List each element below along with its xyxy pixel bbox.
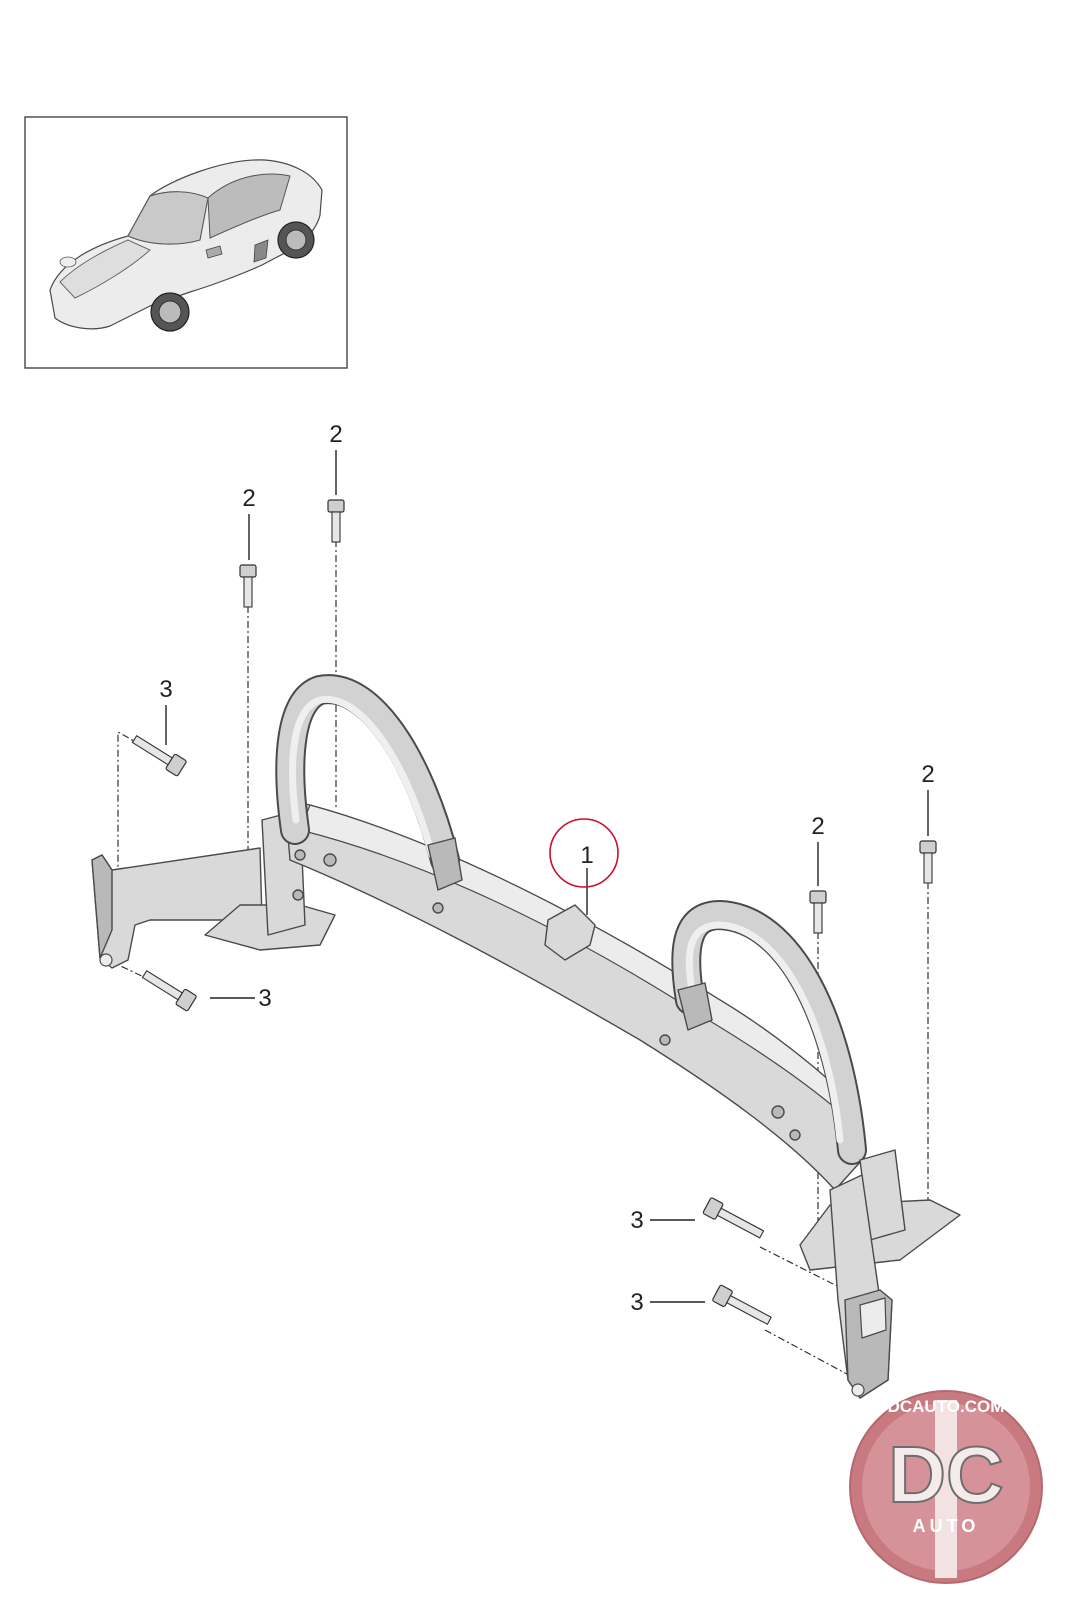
callout-3-lower-left[interactable]: 3 [258, 985, 271, 1012]
bolt-3-c [702, 1197, 765, 1239]
bolt-3-d [712, 1284, 772, 1326]
bolt-2-b [239, 564, 257, 608]
callout-2-top[interactable]: 2 [329, 421, 342, 448]
callout-3-lower-right[interactable]: 3 [630, 1289, 643, 1316]
bolt-3-a [131, 734, 187, 777]
bolt-2-a [327, 499, 345, 543]
callout-leaders [165, 450, 929, 1303]
watermark-sub-text: AUTO [913, 1516, 980, 1536]
rollover-bar-assembly [91, 674, 961, 1399]
watermark-site-text: DCAUTO.COM [888, 1397, 1005, 1416]
callout-2-left[interactable]: 2 [242, 485, 255, 512]
bolt-3-b [141, 969, 197, 1012]
callout-2-right-inner[interactable]: 2 [811, 813, 824, 840]
callout-3-upper-right[interactable]: 3 [630, 1207, 643, 1234]
bolt-2-d [919, 840, 937, 884]
callout-2-right-outer[interactable]: 2 [921, 761, 934, 788]
vehicle-thumbnail [24, 116, 348, 369]
watermark-letters: DC [888, 1430, 1004, 1519]
bolt-2-c [809, 890, 827, 934]
callout-1-highlight-ring [549, 818, 619, 888]
callout-1[interactable]: 1 [580, 842, 593, 869]
callout-3-upper-left[interactable]: 3 [159, 676, 172, 703]
dcauto-watermark-logo: DCAUTO.COM DC AUTO [849, 1390, 1043, 1584]
car-illustration [49, 159, 323, 332]
